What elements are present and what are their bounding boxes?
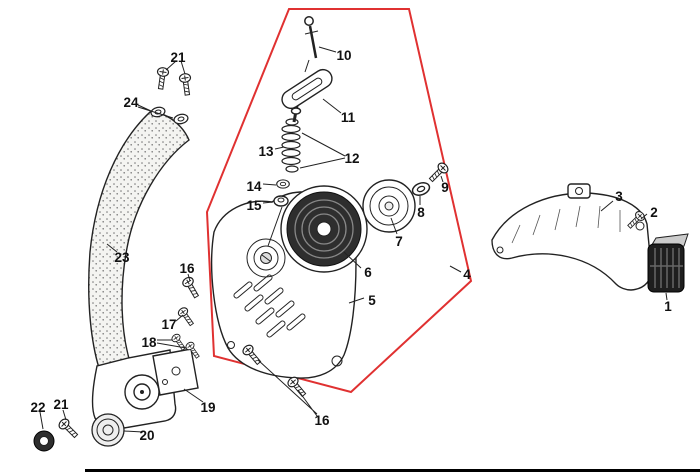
washer-icon [410, 179, 432, 199]
callout-label-17: 17 [161, 317, 176, 332]
callout-label-16-upper: 16 [179, 261, 195, 276]
callout-label-10: 10 [336, 48, 351, 63]
callout-label-8: 8 [417, 205, 425, 220]
callout-label-16-lower: 16 [314, 413, 330, 428]
callout-label-14: 14 [246, 179, 262, 194]
callout-label-9: 9 [441, 180, 449, 195]
part-rewind-spring [280, 185, 368, 273]
callout-label-22: 22 [30, 400, 45, 415]
part-cap [33, 430, 55, 452]
part-pulley [362, 179, 416, 233]
callout-label-21-bottom: 21 [53, 397, 69, 412]
part-bracket [152, 348, 199, 396]
hatch-lines [511, 205, 621, 244]
screw-icon [154, 66, 194, 97]
callout-label-18: 18 [141, 335, 157, 350]
bottom-border-line [85, 469, 700, 472]
callout-label-6: 6 [364, 265, 372, 280]
callout-label-11: 11 [341, 110, 356, 125]
callout-label-12: 12 [344, 151, 359, 166]
cover-boss [246, 238, 286, 278]
part-grille [647, 233, 689, 293]
part-cap-nut [273, 195, 289, 207]
callout-label-24: 24 [123, 95, 139, 110]
callout-label-5: 5 [368, 293, 376, 308]
callout-label-2: 2 [650, 205, 658, 220]
callout-label-7: 7 [395, 234, 403, 249]
callout-label-3: 3 [615, 189, 623, 204]
callout-label-23: 23 [114, 250, 130, 265]
part-starter-grip [281, 68, 333, 123]
highlight-region-outline [205, 8, 473, 394]
screw-icon [56, 416, 81, 441]
callout-label-19: 19 [200, 400, 215, 415]
callout-label-1: 1 [664, 299, 672, 314]
callout-label-20: 20 [139, 428, 154, 443]
leader-lines [39, 46, 668, 433]
part-rubber-buffer [91, 413, 125, 447]
callout-label-21-top: 21 [170, 50, 186, 65]
washer-icon [276, 179, 290, 189]
part-side-cover [491, 183, 652, 291]
part-spring [281, 118, 301, 173]
part-rope-pin [304, 16, 319, 73]
callout-label-13: 13 [258, 144, 274, 159]
callout-label-15: 15 [246, 198, 262, 213]
callout-label-4: 4 [463, 267, 471, 282]
